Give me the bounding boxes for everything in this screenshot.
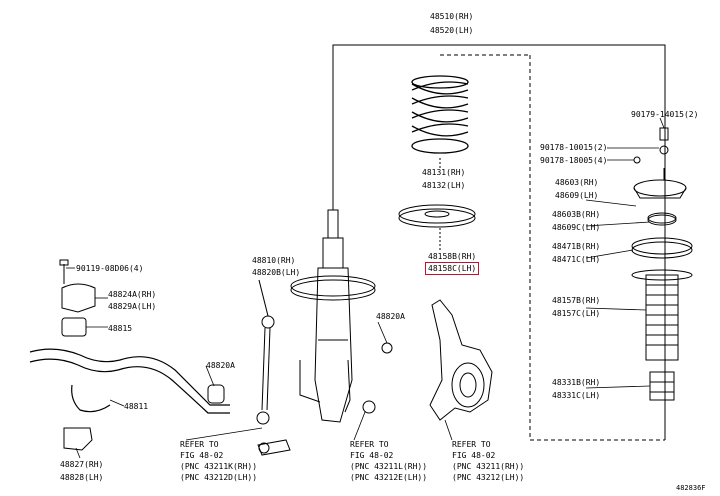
label-48824a: 48824A(RH) [108, 290, 157, 299]
label-48815: 48815 [108, 324, 133, 333]
label-48158b: 48158B(RH) [428, 252, 477, 261]
stabilizer-link [256, 279, 291, 456]
label-48331c: 48331C(LH) [552, 391, 601, 400]
label-90119: 90119-08D06(4) [76, 264, 144, 273]
label-48609: 48609(LH) [555, 191, 599, 200]
leader-lines [66, 117, 665, 459]
label-48603: 48603(RH) [555, 178, 599, 187]
label-48132: 48132(LH) [422, 181, 466, 190]
label-48820b: 48820B(LH) [252, 268, 301, 277]
bushing-bracket [61, 283, 225, 451]
refer-2-title: REFER TO [350, 440, 389, 449]
label-48471c: 48471C(LH) [552, 255, 601, 264]
nut-48820a [362, 342, 393, 414]
label-48820a-left: 48820A [206, 361, 235, 370]
label-48828: 48828(LH) [60, 473, 104, 482]
label-90178-b: 90178-18005(4) [540, 156, 608, 165]
label-48603b: 48603B(RH) [552, 210, 601, 219]
label-48131: 48131(RH) [422, 168, 466, 177]
refer-3-pnc-lh: (PNC 43212(LH)) [452, 473, 525, 482]
assembly-bracket [332, 44, 666, 441]
bolt-90119 [59, 259, 69, 284]
refer-1-pnc-rh: (PNC 43211K(RH)) [180, 462, 258, 471]
upper-mount-stack [631, 127, 693, 401]
label-48157b: 48157B(RH) [552, 296, 601, 305]
label-48829a: 48829A(LH) [108, 302, 157, 311]
label-48158c-highlighted[interactable]: 48158C(LH) [425, 262, 480, 275]
refer-3-fig: FIG 48-02 [452, 451, 496, 460]
label-48471b: 48471B(RH) [552, 242, 601, 251]
refer-2-pnc-rh: (PNC 43211L(RH)) [350, 462, 428, 471]
refer-3-title: REFER TO [452, 440, 491, 449]
refer-2-fig: FIG 48-02 [350, 451, 394, 460]
coil-spring [411, 75, 469, 154]
label-48609c: 48609C(LH) [552, 223, 601, 232]
figure-id: 482836F [676, 484, 706, 492]
stabilizer-bar [29, 348, 230, 414]
shock-absorber-strut [290, 204, 376, 423]
label-48811: 48811 [124, 402, 149, 411]
spring-insulator [398, 204, 476, 228]
label-48810: 48810(RH) [252, 256, 296, 265]
label-48157c: 48157C(LH) [552, 309, 601, 318]
refer-2-pnc-lh: (PNC 43212E(LH)) [350, 473, 428, 482]
label-90178-a: 90178-10015(2) [540, 143, 608, 152]
refer-1-title: REFER TO [180, 440, 219, 449]
label-48827: 48827(RH) [60, 460, 104, 469]
label-90179: 90179-14015(2) [631, 110, 699, 119]
label-48331b: 48331B(RH) [552, 378, 601, 387]
label-48820a-right: 48820A [376, 312, 405, 321]
label-48510: 48510(RH) [430, 12, 474, 21]
refer-3-pnc-rh: (PNC 43211(RH)) [452, 462, 525, 471]
label-48520: 48520(LH) [430, 26, 474, 35]
steering-knuckle [429, 299, 493, 421]
refer-1-pnc-lh: (PNC 43212D(LH)) [180, 473, 258, 482]
refer-1-fig: FIG 48-02 [180, 451, 224, 460]
